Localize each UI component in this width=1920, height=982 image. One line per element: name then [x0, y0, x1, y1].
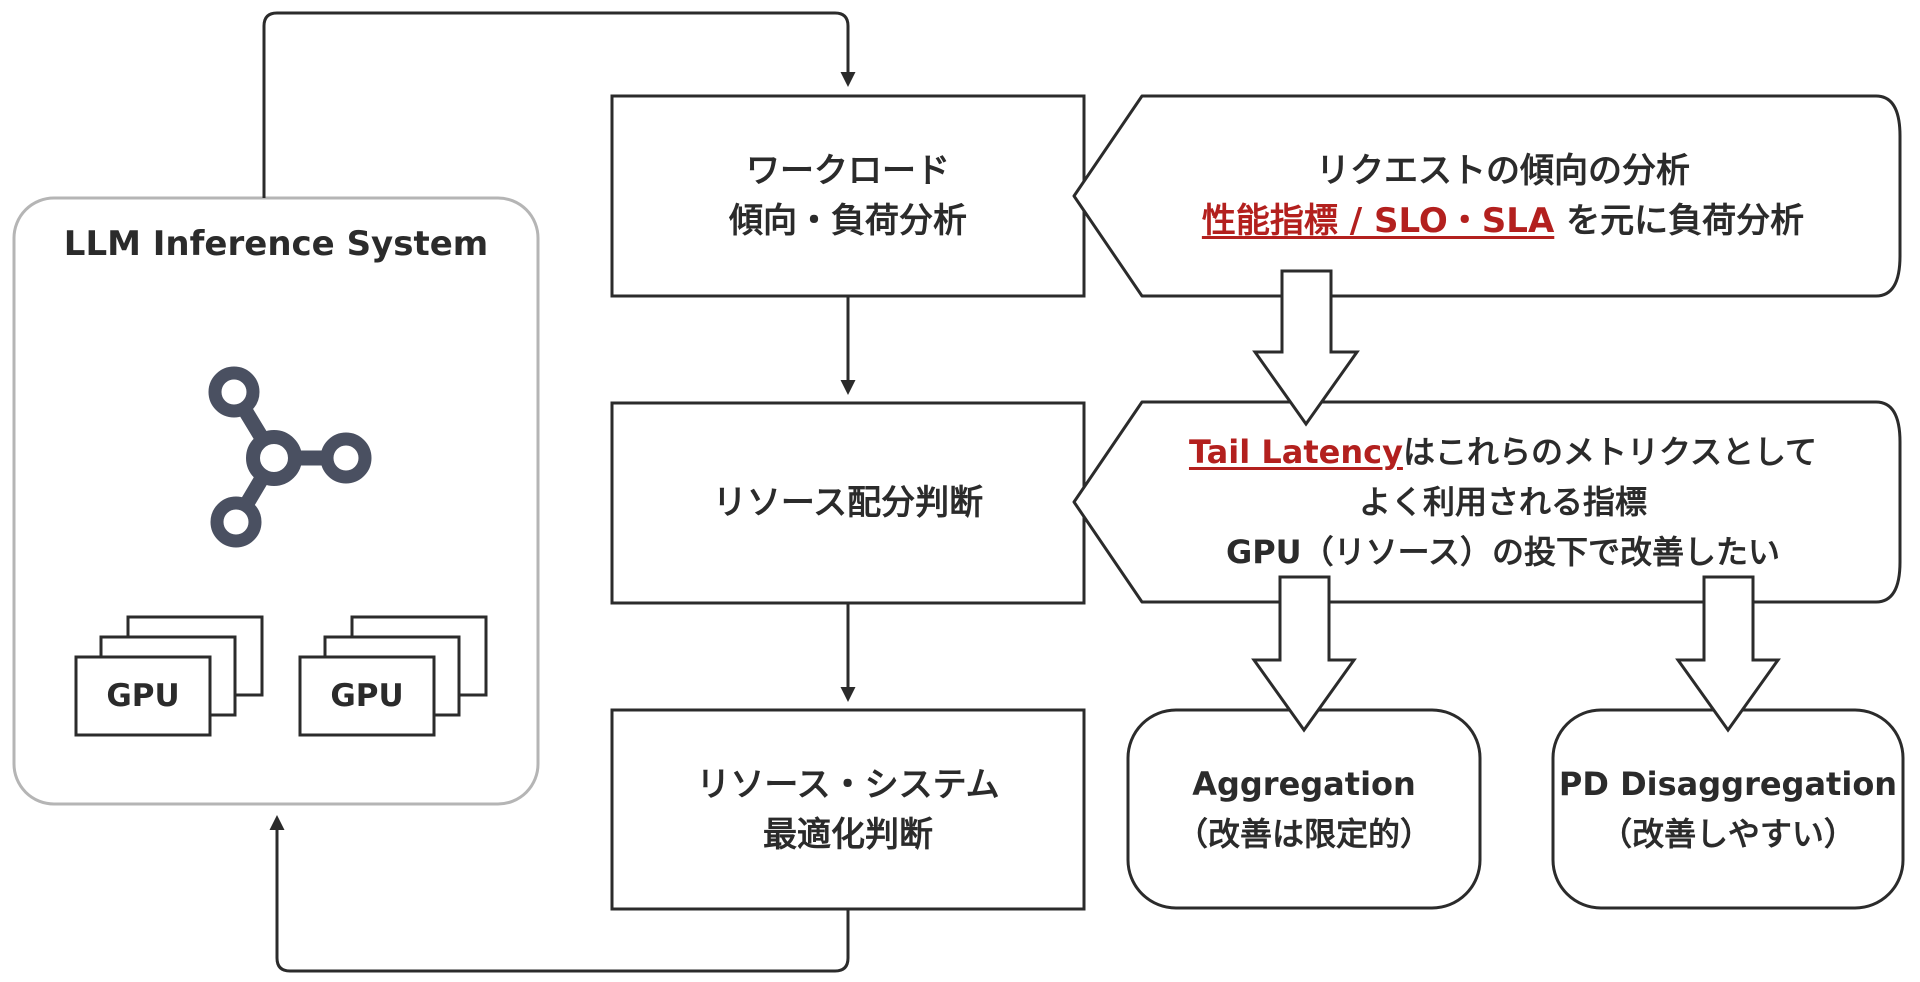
step-optimize-label: リソース・システム 最適化判断: [612, 710, 1084, 909]
step-workload-line2: 傾向・負荷分析: [729, 201, 967, 241]
block-arrow-analysis-to-latency: [1252, 269, 1360, 427]
arrow-system-to-workload: [262, 11, 856, 198]
arrow-optimize-to-system: [269, 815, 850, 973]
outcome-pd-note: （改善しやすい）: [1600, 815, 1856, 853]
gpu-label-1: GPU: [106, 678, 180, 714]
outcome-pd-title: PD Disaggregation: [1558, 765, 1898, 803]
callout-analysis-line1: リクエストの傾向の分析: [1316, 151, 1690, 191]
outcome-aggregation-text: Aggregation （改善は限定的）: [1128, 710, 1480, 908]
block-arrow-to-aggregation: [1251, 575, 1357, 733]
tail-latency-highlight: Tail Latency: [1188, 433, 1403, 471]
step-optimize-line2: 最適化判断: [763, 814, 933, 855]
outcome-pd-text: PD Disaggregation （改善しやすい）: [1553, 710, 1903, 908]
gpu-stack-2: [298, 615, 488, 737]
step-workload-box: [610, 94, 1086, 298]
step-allocation-label: リソース配分判断: [612, 403, 1084, 603]
outcome-aggregation-note: （改善は限定的）: [1175, 815, 1432, 853]
callout-latency-line2: よく利用される指標: [1358, 483, 1647, 521]
slo-sla-highlight: 性能指標 / SLO・SLA: [1201, 201, 1555, 241]
step-allocation-box: [610, 401, 1086, 605]
step-workload-line1: ワークロード: [746, 151, 950, 191]
step-workload-label: ワークロード 傾向・負荷分析: [612, 96, 1084, 296]
callout-latency-text: Tail Latencyはこれらのメトリクスとして よく利用される指標 GPU（…: [1120, 402, 1886, 602]
step-optimize-box: [610, 708, 1086, 911]
network-hub-icon: [208, 366, 372, 548]
gpu-stack-1: [74, 615, 264, 737]
callout-analysis-shape: [1072, 94, 1902, 298]
outcome-aggregation-title: Aggregation: [1192, 765, 1416, 803]
callout-analysis-line2: 性能指標 / SLO・SLA を元に負荷分析: [1201, 201, 1805, 241]
gpu-label-2: GPU: [330, 678, 404, 714]
block-arrow-to-pd: [1675, 575, 1781, 733]
callout-latency-line1: Tail Latencyはこれらのメトリクスとして: [1188, 433, 1818, 471]
callout-latency-line3: GPU（リソース）の投下で改善したい: [1225, 533, 1781, 571]
callout-analysis-text: リクエストの傾向の分析 性能指標 / SLO・SLA を元に負荷分析: [1120, 96, 1886, 296]
system-title: LLM Inference System: [63, 224, 489, 264]
callout-latency-shape: [1072, 400, 1902, 604]
step-allocation-line1: リソース配分判断: [712, 483, 984, 523]
step-optimize-line1: リソース・システム: [696, 764, 1000, 805]
